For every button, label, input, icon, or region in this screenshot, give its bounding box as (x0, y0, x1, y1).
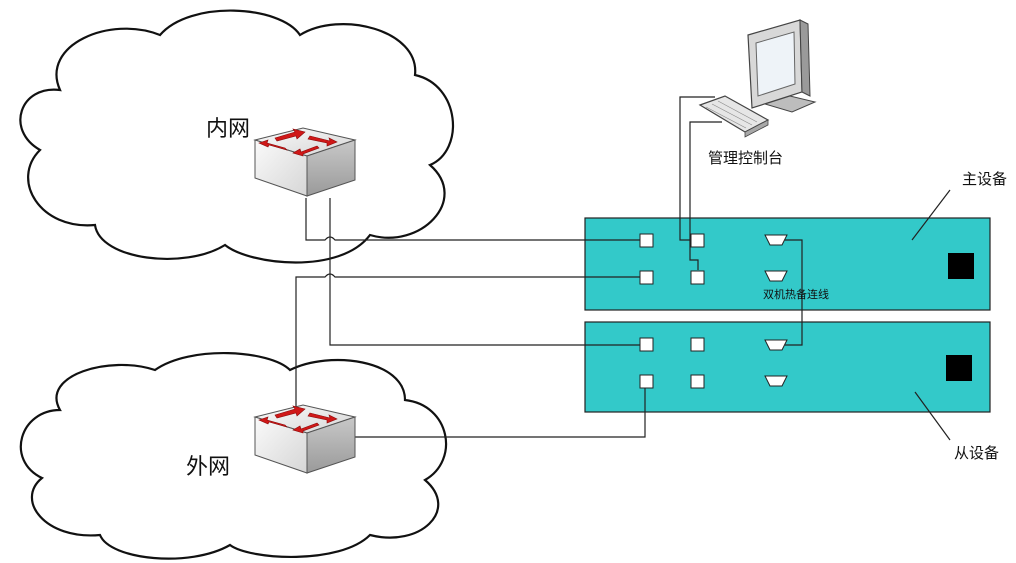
secondary-port-3 (690, 337, 705, 352)
primary-device-label: 主设备 (962, 170, 1007, 188)
primary-port-3 (690, 233, 705, 248)
link-console-1 (679, 96, 715, 241)
secondary-ha-connector-2 (764, 375, 788, 387)
console-label: 管理控制台 (708, 149, 783, 167)
outer-network-cloud (19, 351, 448, 560)
inner-network-cloud (19, 9, 454, 264)
inner-network-label: 内网 (206, 117, 250, 142)
secondary-ha-connector-1 (764, 339, 788, 351)
secondary-port-1 (639, 337, 654, 352)
primary-port-2 (639, 270, 654, 285)
primary-port-4 (690, 270, 705, 285)
secondary-port-2 (639, 374, 654, 389)
callout-secondary (914, 391, 951, 441)
link-outer-to-primary (295, 273, 640, 430)
secondary-device (584, 321, 991, 413)
link-console-2 (689, 121, 722, 270)
secondary-indicator (946, 355, 972, 381)
callout-primary (911, 189, 951, 241)
primary-port-1 (639, 233, 654, 248)
primary-ha-connector-2 (764, 270, 788, 282)
primary-ha-connector-1 (764, 234, 788, 246)
secondary-device-label: 从设备 (954, 444, 999, 462)
primary-device (584, 217, 991, 311)
secondary-port-4 (690, 374, 705, 389)
ha-link-label: 双机热备连线 (763, 287, 829, 301)
computer-terminal-icon (698, 19, 817, 138)
primary-indicator (948, 253, 974, 279)
outer-network-label: 外网 (186, 455, 230, 480)
network-switch-icon (253, 404, 357, 474)
network-switch-icon (253, 127, 357, 197)
connection-lines (295, 96, 951, 441)
link-inner-to-primary (305, 198, 640, 241)
link-inner-to-secondary (329, 198, 640, 346)
ha-link-line (785, 239, 803, 346)
link-outer-to-secondary (350, 385, 646, 438)
